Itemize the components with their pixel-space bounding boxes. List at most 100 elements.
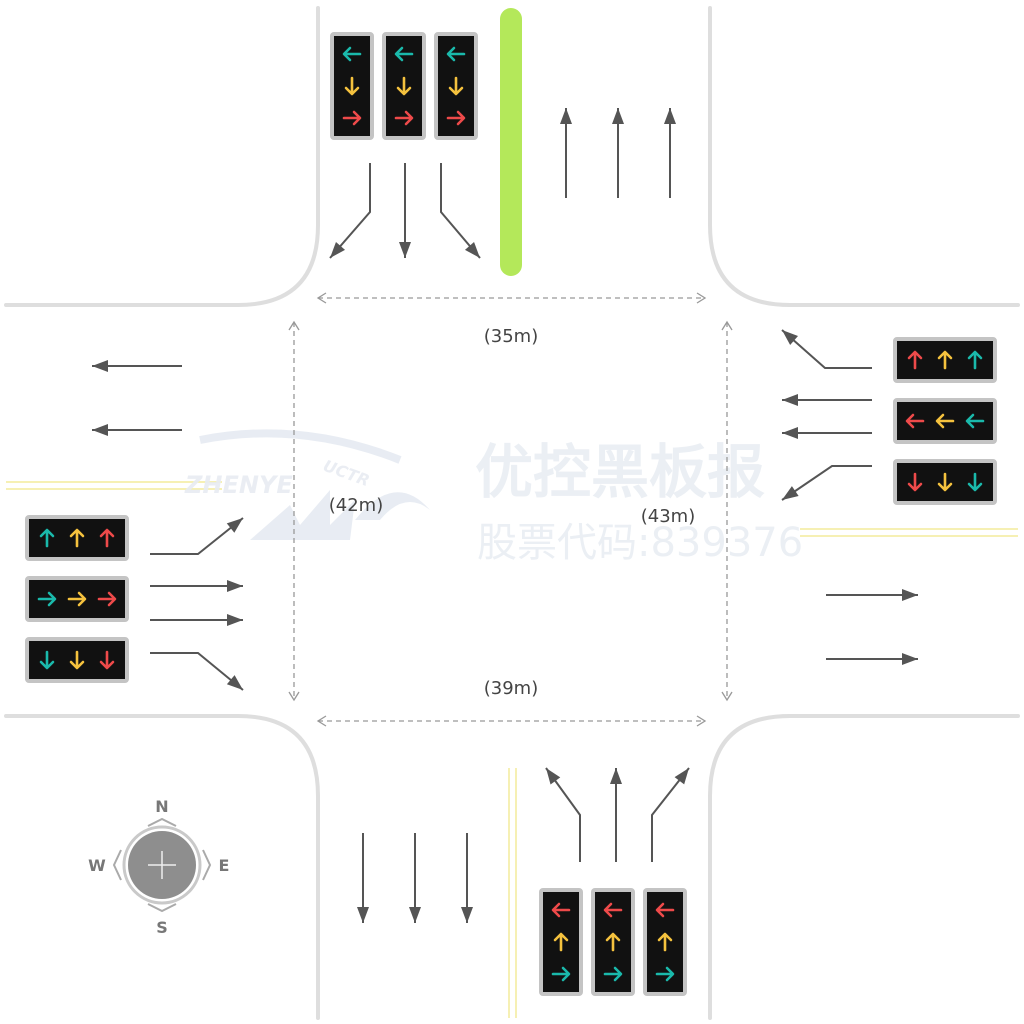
lane-arrow-south-right [651,767,690,862]
lane-arrowhead [461,907,473,923]
lane-arrowhead [92,360,108,372]
lane-arrow-west-right [150,652,244,691]
curb-south-west [4,714,320,1020]
signal-north-3 [434,32,478,140]
signal-arrow-right [97,591,117,607]
lane-arrowhead [409,907,421,923]
lane-arrowhead [227,580,243,592]
lane-arrowheads [92,108,918,923]
signal-arrow-left [342,46,362,62]
green-median [500,8,522,276]
traffic-signals [25,32,997,996]
signal-arrow-up [553,932,569,952]
signal-arrow-right [394,110,414,126]
signal-arrow-down [344,76,360,96]
center-lines [6,481,1018,1018]
signal-arrow-down [448,76,464,96]
lane-arrow-north-right [440,163,481,259]
signal-arrow-up [657,932,673,952]
watermark: ZHENYE UCTR 优控黑板报 股票代码:839376 [184,429,803,566]
lane-arrowhead [226,675,243,690]
lane-arrow-east-left [781,465,872,501]
compass-west: W [88,856,106,875]
watermark-stock-code: 股票代码:839376 [477,520,803,566]
lane-arrowhead [546,768,561,785]
lane-arrowhead [330,241,346,258]
signal-arrow-right [342,110,362,126]
lane-arrowhead [227,614,243,626]
signal-east-2 [893,398,997,444]
signal-arrow-left [394,46,414,62]
signal-arrow-up [967,350,983,370]
signal-south-2 [591,888,635,996]
dimension-lines [293,297,728,722]
lane-arrowhead [902,653,918,665]
distance-north: (35m) [484,326,538,347]
signal-arrow-down [99,650,115,670]
signal-west-1 [25,515,129,561]
lane-arrowhead [357,907,369,923]
signal-arrow-up [605,932,621,952]
watermark-logo-text-right: UCTR [321,456,373,490]
signal-arrow-down [39,650,55,670]
curb-north-west [4,6,320,307]
lane-arrowhead [782,330,799,346]
watermark-company: 优控黑板报 [475,438,765,506]
signal-arrow-right [603,966,623,982]
signal-arrow-right [655,966,675,982]
compass-south: S [156,918,168,937]
lane-arrowhead [902,589,918,601]
signal-arrow-right [67,591,87,607]
watermark-logo-text-left: ZHENYE [184,471,293,499]
signal-south-1 [539,888,583,996]
signal-arrow-up [39,528,55,548]
signal-west-2 [25,576,129,622]
signal-arrow-left [655,902,675,918]
signal-arrow-left [603,902,623,918]
signal-arrow-right [446,110,466,126]
signal-arrow-up [907,350,923,370]
lane-arrowhead [782,427,798,439]
lane-arrowhead [782,486,799,500]
curb-south-east [708,714,1020,1020]
signal-arrow-right [551,966,571,982]
signal-arrow-down [69,650,85,670]
lane-arrowhead [610,768,622,784]
lane-arrowhead [612,108,624,124]
lane-arrow-west-left [150,517,244,555]
watermark-logo: ZHENYE UCTR [184,429,430,540]
signal-north-2 [382,32,426,140]
signal-arrow-left [965,413,985,429]
distance-west: (42m) [329,495,383,516]
distance-south: (39m) [484,678,538,699]
signal-arrow-up [99,528,115,548]
signal-arrow-up [69,528,85,548]
road-curbs [4,6,1020,1020]
signal-arrow-down [396,76,412,96]
signal-east-3 [893,459,997,505]
lane-arrowhead [782,394,798,406]
signal-arrow-left [905,413,925,429]
signal-arrow-left [935,413,955,429]
curb-north-east [708,6,1020,307]
lane-arrowhead [226,518,243,533]
signal-south-3 [643,888,687,996]
signal-arrow-down [937,472,953,492]
signal-east-1 [893,337,997,383]
lane-arrowhead [674,768,689,785]
compass-north: N [155,797,168,816]
lane-arrowhead [560,108,572,124]
signal-arrow-left [551,902,571,918]
lane-arrowhead [664,108,676,124]
signal-arrow-left [446,46,466,62]
lane-arrow-south-left [545,767,581,862]
signal-arrow-down [907,472,923,492]
lane-arrowhead [464,241,480,258]
lane-arrow-east-right [781,329,872,369]
compass-east: E [219,856,230,875]
signal-arrow-up [937,350,953,370]
compass: N S W E [88,797,229,937]
lane-arrow-north-left [329,163,371,259]
dimension-arrowheads [288,292,733,727]
distance-east: (43m) [641,506,695,527]
